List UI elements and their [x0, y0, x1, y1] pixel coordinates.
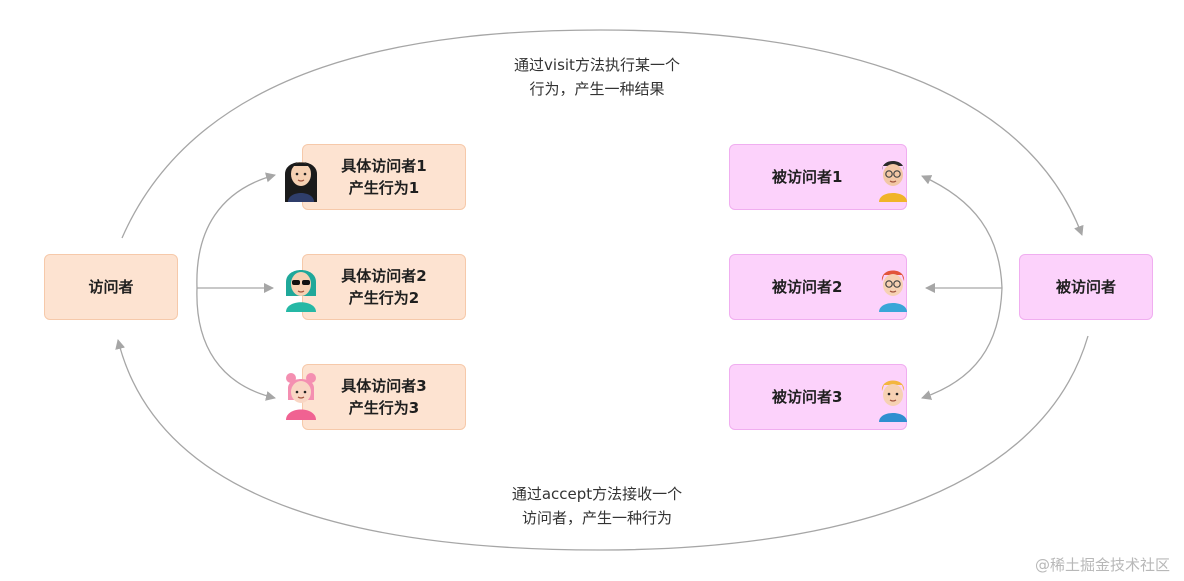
- concrete-visitor-3-line1: 具体访问者3: [341, 377, 427, 395]
- visited-2-label: 被访问者2: [772, 278, 843, 296]
- concrete-visitor-box-1: 具体访问者1 产生行为1: [302, 144, 466, 210]
- boy-blond-avatar: [879, 380, 907, 422]
- top-note-line1: 通过visit方法执行某一个: [514, 56, 680, 74]
- arrow-to-visited-1: [921, 175, 1003, 289]
- element-box: 被访问者: [1019, 254, 1153, 320]
- concrete-visitor-1-line2: 产生行为1: [348, 179, 420, 197]
- bottom-note-line2: 访问者，产生一种行为: [521, 509, 672, 527]
- arrow-to-visited-3: [921, 287, 1003, 400]
- concrete-visitor-2-line1: 具体访问者2: [341, 267, 427, 285]
- arrow-to-concrete-visitor-1: [196, 172, 276, 289]
- arrow-to-concrete-visitor-3: [196, 287, 276, 401]
- top-note-line2: 行为，产生一种结果: [529, 80, 665, 98]
- visited-box-2: 被访问者2: [729, 254, 907, 320]
- concrete-visitor-box-3: 具体访问者3 产生行为3: [302, 364, 466, 430]
- concrete-visitor-1-line1: 具体访问者1: [341, 157, 427, 175]
- visited-1-label: 被访问者1: [772, 168, 843, 186]
- girl-black-hair-avatar: [285, 162, 317, 202]
- bottom-note-line1: 通过accept方法接收一个: [511, 485, 683, 503]
- man-red-hair-avatar: [879, 270, 907, 312]
- bottom-arc-arrow: [115, 335, 1089, 551]
- man-glasses-avatar: [879, 161, 907, 202]
- woman-sunglasses-avatar: [286, 270, 316, 312]
- visited-3-label: 被访问者3: [772, 388, 843, 406]
- visitor-box: 访问者: [44, 254, 178, 320]
- top-arc-arrow: [121, 29, 1084, 239]
- top-note: 通过visit方法执行某一个 行为，产生一种结果: [437, 53, 757, 101]
- visited-box-1: 被访问者1: [729, 144, 907, 210]
- visited-box-3: 被访问者3: [729, 364, 907, 430]
- element-label: 被访问者: [1055, 278, 1116, 296]
- concrete-visitor-2-line2: 产生行为2: [348, 289, 420, 307]
- visitor-label: 访问者: [88, 278, 134, 296]
- watermark: @稀土掘金技术社区: [1034, 556, 1170, 574]
- concrete-visitor-box-2: 具体访问者2 产生行为2: [302, 254, 466, 320]
- bottom-note: 通过accept方法接收一个 访问者，产生一种行为: [437, 482, 757, 530]
- girl-pink-hair-avatar: [286, 373, 316, 420]
- concrete-visitor-3-line2: 产生行为3: [348, 399, 420, 417]
